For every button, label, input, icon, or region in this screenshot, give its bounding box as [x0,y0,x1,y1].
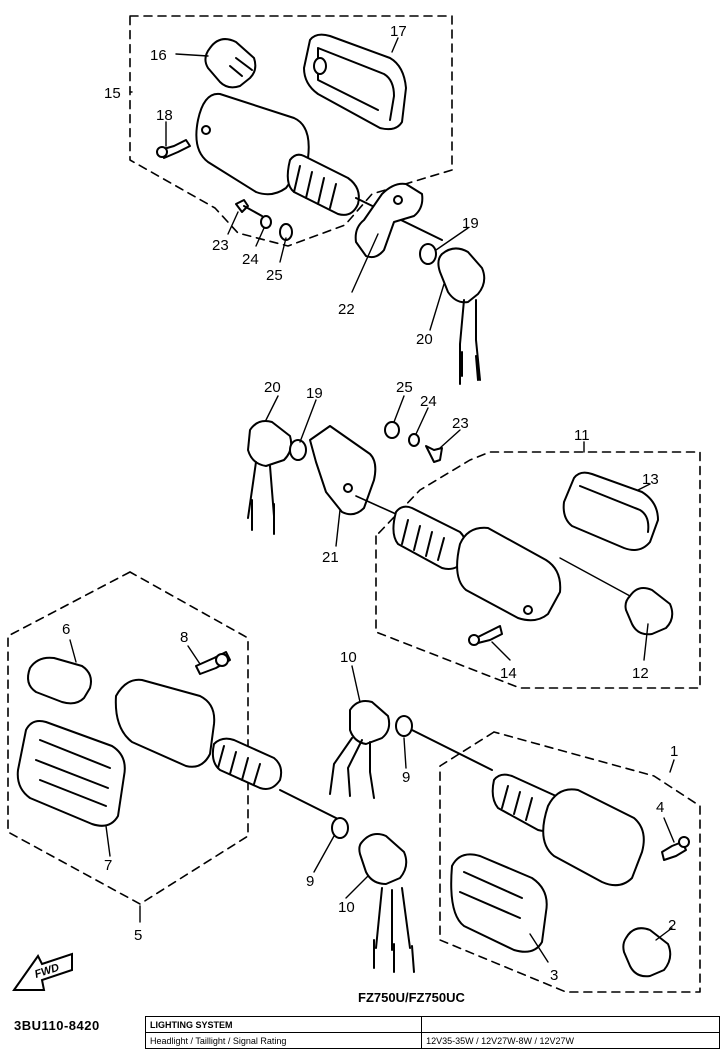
washer-19-mid [289,439,307,461]
callout-15: 15 [104,85,121,102]
spec-row-label: Headlight / Taillight / Signal Rating [144,1032,423,1049]
grommet-10-bottom [358,833,415,973]
model-label: FZ750U/FZ750UC [358,990,466,1005]
callout-9-mid: 9 [402,769,410,786]
callout-8: 8 [180,629,188,646]
housing-1 [491,773,645,887]
callout-12: 12 [632,665,649,682]
screw-18 [156,139,191,159]
callout-18: 18 [156,107,173,124]
lens-3 [450,853,548,953]
callout-11: 11 [574,427,590,444]
grommet-20-top [437,247,486,385]
bulb-2 [622,927,672,978]
callout-6: 6 [62,621,70,638]
bracket-22 [354,182,424,259]
leader-lines [69,37,675,963]
callout-17: 17 [390,23,407,40]
callout-24-top: 24 [242,251,259,268]
callout-23-mid: 23 [452,415,469,432]
washer-9-mid [395,715,413,737]
housing-5 [114,678,341,821]
callout-19-top: 19 [462,215,479,232]
bulb-12 [624,587,674,636]
bracket-21 [309,425,377,516]
part-number: 3BU110-8420 [14,1018,100,1033]
callout-10-bottom: 10 [338,899,355,916]
bolt-23-top [235,199,263,217]
screw-14 [468,625,503,646]
callout-16: 16 [150,47,167,64]
callout-25-mid: 25 [396,379,413,396]
spec-row-value: 12V35-35W / 12V27W-8W / 12V27W [421,1032,720,1049]
lighting-spec-table: LIGHTING SYSTEM Headlight / Taillight / … [144,1016,720,1049]
group-5-boundary [7,571,249,905]
group-11-boundary [375,451,701,689]
washer-24-top [260,215,272,229]
screw-4 [661,836,690,861]
spec-table-header: LIGHTING SYSTEM [144,1016,423,1033]
housing-11 [392,505,562,622]
washer-9-bottom-left [331,817,349,839]
screw-8 [195,651,231,675]
callout-4: 4 [656,799,664,816]
callout-7: 7 [104,857,112,874]
callout-13: 13 [642,471,659,488]
bolt-23-mid [425,445,443,463]
group-1-boundary [439,731,701,993]
callout-19-mid: 19 [306,385,323,402]
callout-9-bottom: 9 [306,873,314,890]
grommet-10-mid [329,700,391,799]
callout-20-mid: 20 [264,379,281,396]
washer-19-top [419,243,437,265]
callout-24-mid: 24 [420,393,437,410]
lens-7 [16,720,126,827]
lens-13 [562,471,659,551]
fwd-arrow-icon: FWD [12,952,73,991]
callout-2: 2 [668,917,676,934]
callout-25-top: 25 [266,267,283,284]
washer-24-mid [408,433,420,447]
housing-15 [195,92,443,241]
callout-1: 1 [670,743,678,760]
bulb-16 [204,38,257,89]
callout-14: 14 [500,665,517,682]
callout-22: 22 [338,301,355,318]
callout-20-top: 20 [416,331,433,348]
washer-25-mid [384,421,400,439]
callout-21: 21 [322,549,339,566]
callout-3: 3 [550,967,558,984]
group-15-boundary [129,15,453,247]
callout-10-mid: 10 [340,649,357,666]
spec-table-header-blank [421,1016,720,1033]
grommet-20-mid [247,420,293,535]
bulb-6 [27,656,92,705]
spec-table-row: Headlight / Taillight / Signal Rating 12… [144,1032,720,1049]
callout-labels: 16 17 15 18 23 24 25 22 19 20 20 19 25 2… [62,23,678,984]
lens-17 [303,33,407,131]
callout-5: 5 [134,927,142,944]
spec-table-header-row: LIGHTING SYSTEM [144,1016,720,1033]
callout-23-top: 23 [212,237,229,254]
